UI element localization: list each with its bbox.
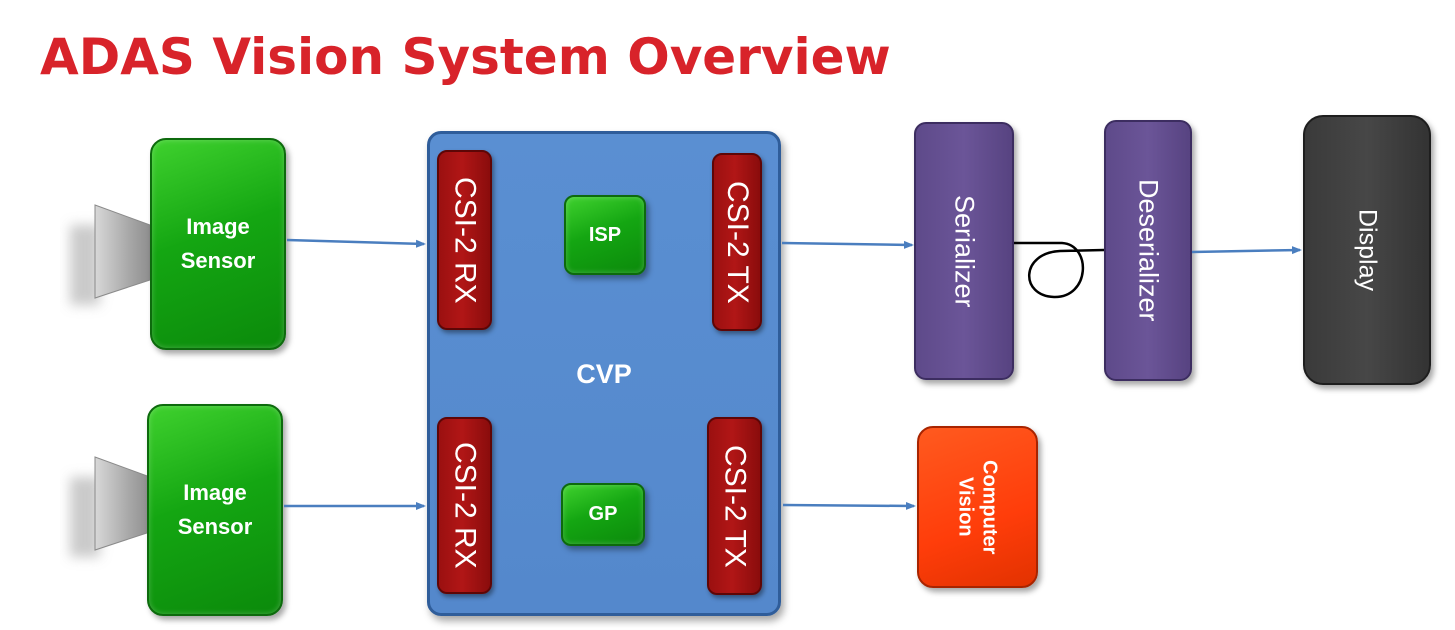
csi2-rx-bottom: CSI-2 RX: [437, 417, 492, 594]
serializer-block: Serializer: [914, 122, 1014, 380]
csi2-tx-top-label: CSI-2 TX: [721, 180, 754, 304]
camera-lens-icon-1: [60, 200, 152, 335]
sensor-label-line1: Image: [183, 480, 247, 505]
computer-vision-label: Computer Vision: [954, 460, 1002, 554]
arrow-tx-to-computer-vision: [782, 501, 916, 510]
arrow-sensor1-to-rx: [286, 238, 426, 248]
csi2-rx-top-label: CSI-2 RX: [448, 176, 482, 304]
sensor-label-line2: Sensor: [177, 514, 253, 539]
computer-vision-block: Computer Vision: [917, 426, 1038, 588]
isp-label: ISP: [588, 223, 622, 246]
image-sensor-bottom: Image Sensor: [147, 404, 283, 616]
csi2-rx-bottom-label: CSI-2 RX: [448, 442, 482, 569]
deserializer-block: Deserializer: [1104, 120, 1192, 381]
arrow-deserializer-to-display: [1191, 246, 1302, 255]
csi2-tx-bottom: CSI-2 TX: [707, 417, 762, 595]
gp-block: GP: [561, 483, 645, 546]
display-label: Display: [1353, 209, 1382, 291]
cvp-label: CVP: [576, 359, 632, 389]
computer-vision-line1: Computer: [978, 459, 1001, 555]
page-title: ADAS Vision System Overview: [40, 28, 891, 86]
deserializer-label: Deserializer: [1133, 179, 1164, 322]
csi2-tx-top: CSI-2 TX: [712, 153, 762, 331]
sensor-label-line2: Sensor: [180, 248, 256, 273]
gp-label: GP: [588, 503, 618, 525]
csi2-rx-top: CSI-2 RX: [437, 150, 492, 330]
computer-vision-line2: Vision: [954, 477, 977, 537]
isp-block: ISP: [564, 195, 646, 275]
csi2-tx-bottom-label: CSI-2 TX: [718, 444, 752, 568]
sensor-label-line1: Image: [186, 214, 250, 239]
image-sensor-top: Image Sensor: [150, 138, 286, 350]
serial-link-cable: [1014, 241, 1105, 299]
serializer-label: Serializer: [949, 194, 980, 308]
display-block: Display: [1303, 115, 1431, 385]
arrow-tx-to-serializer: [781, 240, 914, 249]
